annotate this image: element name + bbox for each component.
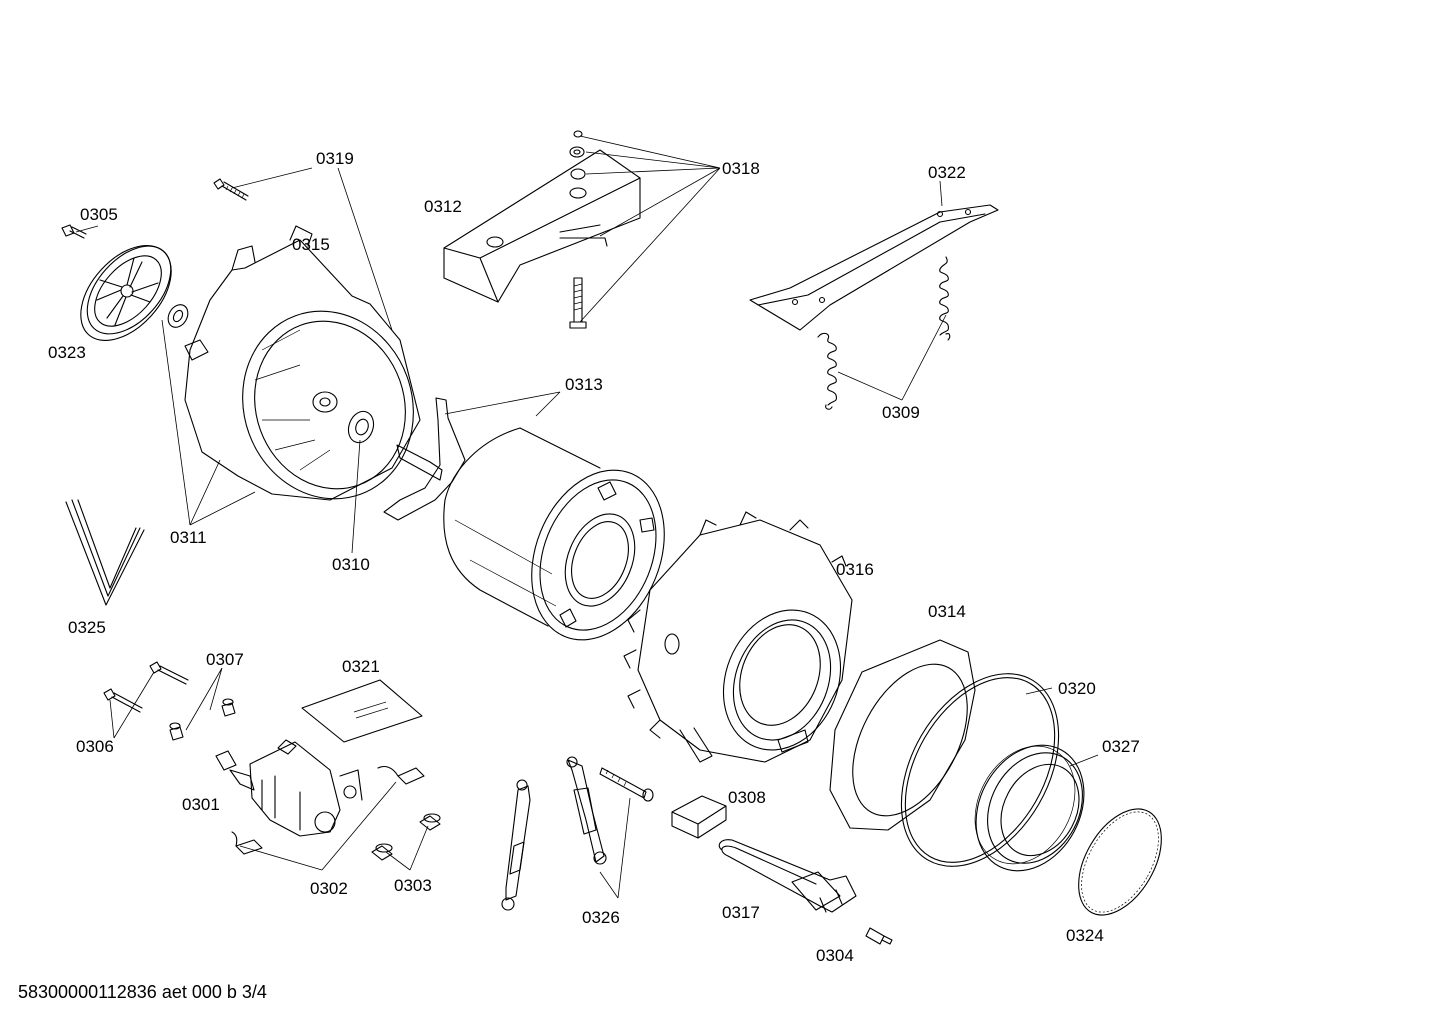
part-0306-screws bbox=[103, 661, 189, 713]
callout-0323: 0323 bbox=[48, 343, 86, 362]
callout-0310: 0310 bbox=[332, 555, 370, 574]
part-0313-drum bbox=[383, 397, 665, 641]
part-0304-sensor bbox=[865, 927, 893, 945]
part-0318-fasteners bbox=[569, 130, 587, 329]
callout-0303: 0303 bbox=[394, 876, 432, 895]
callout-0315: 0315 bbox=[292, 235, 330, 254]
callout-0311: 0311 bbox=[170, 528, 207, 547]
callout-0306: 0306 bbox=[76, 737, 114, 756]
callout-0312: 0312 bbox=[424, 197, 462, 216]
drawing-reference-footer: 58300000112836 aet 000 b 3/4 bbox=[18, 982, 267, 1002]
part-0305-screw bbox=[61, 224, 87, 239]
callout-0324: 0324 bbox=[1066, 926, 1104, 945]
callout-0309: 0309 bbox=[882, 403, 920, 422]
callout-0317: 0317 bbox=[722, 903, 760, 922]
part-0303-feet bbox=[371, 813, 441, 861]
callout-0316: 0316 bbox=[836, 560, 874, 579]
callout-0301: 0301 bbox=[182, 795, 220, 814]
part-0319-screw bbox=[213, 178, 249, 201]
callout-0305: 0305 bbox=[80, 205, 118, 224]
part-0326-shock-absorbers bbox=[501, 756, 607, 911]
callout-0318: 0318 bbox=[722, 159, 760, 178]
part-0316-front-tub bbox=[623, 511, 853, 763]
part-0321-document bbox=[301, 679, 423, 743]
callout-0321: 0321 bbox=[342, 657, 380, 676]
callout-0314: 0314 bbox=[928, 602, 966, 621]
callout-0313: 0313 bbox=[565, 375, 603, 394]
callout-0308: 0308 bbox=[728, 788, 766, 807]
part-0327-door-seal bbox=[974, 744, 1085, 872]
part-0301-motor bbox=[215, 739, 363, 837]
callout-0327: 0327 bbox=[1102, 737, 1140, 756]
part-0312-counterweight bbox=[443, 149, 641, 303]
part-0317-heater bbox=[718, 839, 857, 913]
part-0314-front-frame bbox=[829, 639, 976, 831]
callout-0302: 0302 bbox=[310, 879, 348, 898]
part-0308-bracket bbox=[671, 795, 727, 839]
part-0323-pulley bbox=[80, 245, 172, 341]
part-0302-cables bbox=[231, 766, 425, 855]
part-0320-gasket bbox=[900, 673, 1060, 867]
part-0325-belt bbox=[65, 499, 145, 606]
callout-0325: 0325 bbox=[68, 618, 106, 637]
part-0324-clamp-ring bbox=[1078, 808, 1162, 916]
part-0310-seal bbox=[347, 410, 375, 444]
part-bolt bbox=[599, 767, 654, 802]
part-0315-rear-tub bbox=[184, 225, 421, 501]
part-washer bbox=[167, 304, 189, 328]
callout-0319: 0319 bbox=[316, 149, 354, 168]
callout-0320: 0320 bbox=[1058, 679, 1096, 698]
callout-0304: 0304 bbox=[816, 946, 854, 965]
callout-0326: 0326 bbox=[582, 908, 620, 927]
callout-0307: 0307 bbox=[206, 650, 244, 669]
part-0307-clips bbox=[169, 698, 236, 741]
leader-lines bbox=[75, 135, 1099, 899]
callout-0322: 0322 bbox=[928, 163, 966, 182]
part-0322-bracket bbox=[749, 204, 999, 331]
